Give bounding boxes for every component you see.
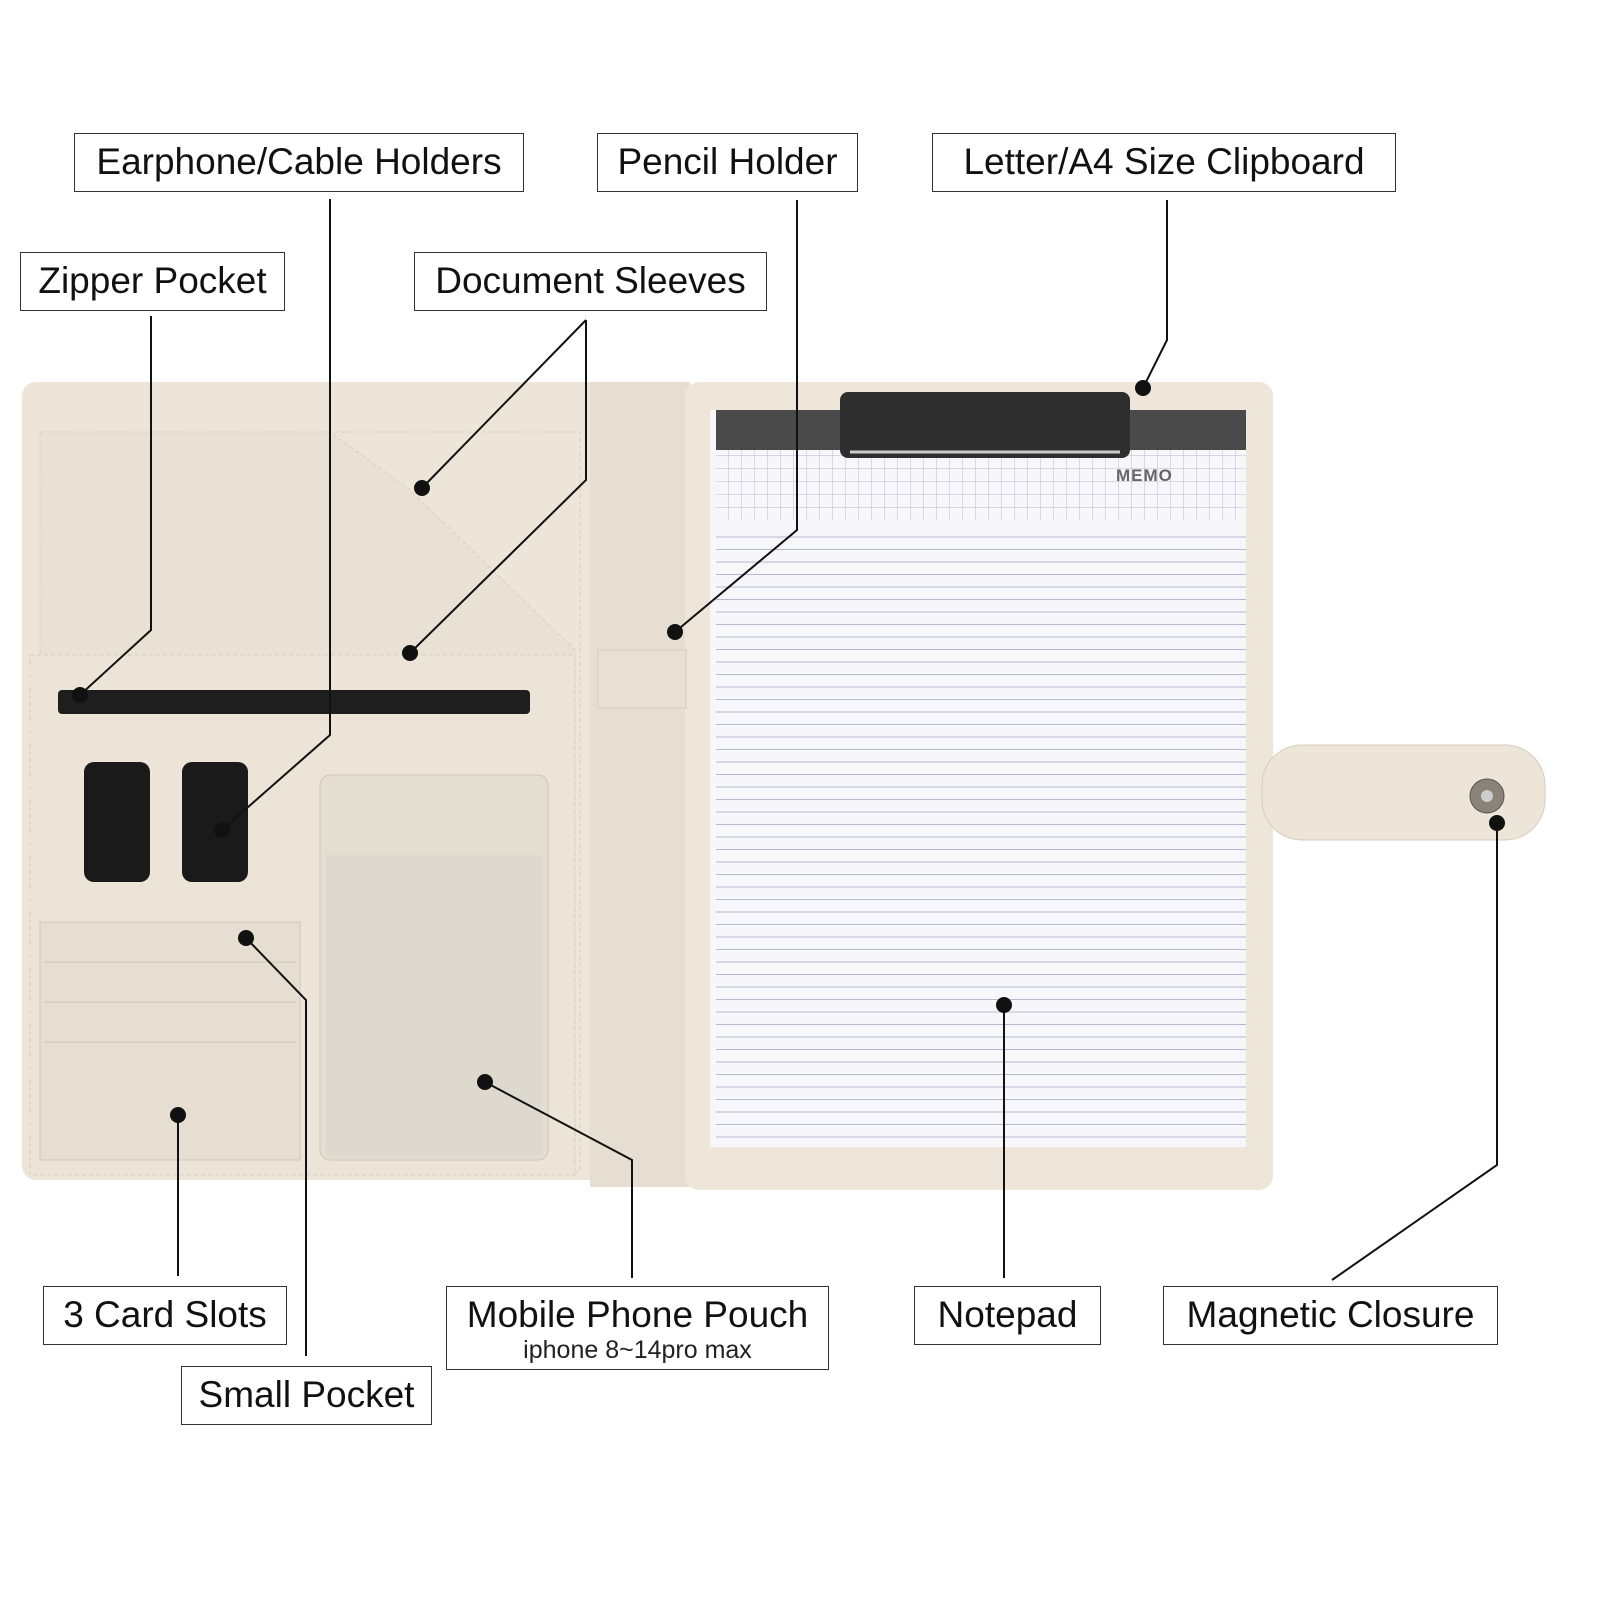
clip <box>840 392 1130 458</box>
label-document-sleeves: Document Sleeves <box>414 252 767 311</box>
label-phone-pouch-subtitle: iphone 8~14pro max <box>523 1336 752 1364</box>
pencil-holder <box>597 649 687 709</box>
spine <box>590 382 690 1187</box>
padfolio <box>22 382 1546 1190</box>
label-notepad: Notepad <box>914 1286 1101 1345</box>
leader-dots <box>72 380 1505 1123</box>
label-pencil-holder: Pencil Holder <box>597 133 858 192</box>
notepad-header-text: MEMO <box>1116 466 1173 485</box>
card-slots <box>39 921 301 1161</box>
label-small-pocket: Small Pocket <box>181 1366 432 1425</box>
label-phone-pouch: Mobile Phone Pouch iphone 8~14pro max <box>446 1286 829 1370</box>
earphone-holder <box>84 762 150 882</box>
label-phone-pouch-title: Mobile Phone Pouch <box>466 1294 809 1335</box>
closure-strap <box>1261 744 1546 841</box>
label-earphone-holders: Earphone/Cable Holders <box>74 133 524 192</box>
label-magnetic-closure: Magnetic Closure <box>1163 1286 1498 1345</box>
label-card-slots: 3 Card Slots <box>43 1286 287 1345</box>
leader-lines <box>79 199 1498 1356</box>
earphone-holder <box>182 762 248 882</box>
zipper <box>58 690 530 714</box>
label-zipper-pocket: Zipper Pocket <box>20 252 285 311</box>
label-clipboard: Letter/A4 Size Clipboard <box>932 133 1396 192</box>
